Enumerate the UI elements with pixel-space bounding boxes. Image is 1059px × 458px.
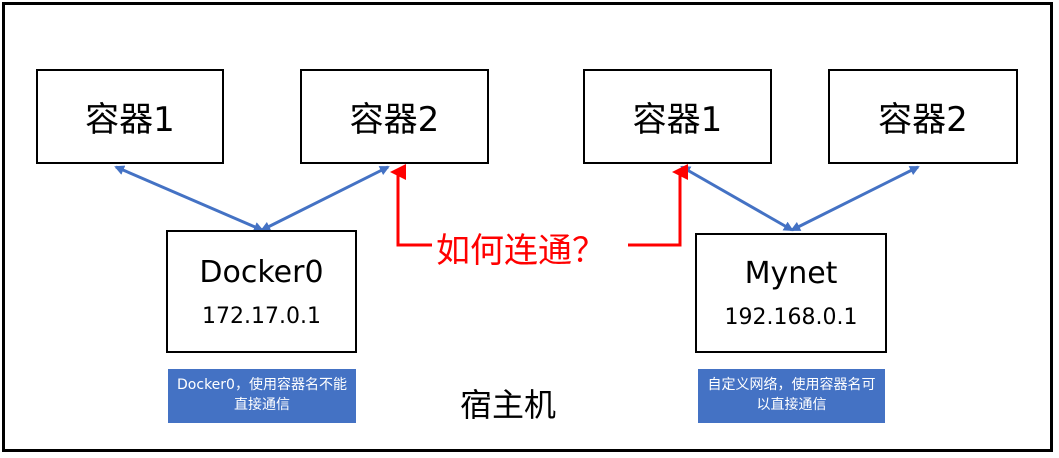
question-arrow-right (628, 164, 688, 247)
left-container1-link (114, 165, 264, 232)
left-container1-box: 容器1 (36, 69, 224, 164)
right-container2-link (790, 165, 920, 232)
host-label: 宿主机 (460, 386, 557, 424)
question-arrow-left (390, 164, 432, 247)
left-container2-box: 容器2 (300, 69, 489, 164)
docker0-note: Docker0，使用容器名不能直接通信 (168, 369, 356, 423)
right-container1-box: 容器1 (583, 69, 772, 164)
left-container2-label: 容器2 (349, 100, 440, 140)
right-container1-link (680, 165, 794, 232)
mynet-bridge-name: Mynet (744, 256, 838, 291)
right-container2-box: 容器2 (828, 69, 1018, 164)
connectivity-question: 如何连通？ (432, 223, 610, 272)
docker0-bridge-box: Docker0 172.17.0.1 (166, 230, 357, 353)
left-container1-label: 容器1 (85, 100, 175, 140)
left-container2-link (260, 165, 390, 232)
docker0-bridge-name: Docker0 (199, 254, 324, 290)
host-frame (2, 2, 1053, 452)
right-container2-label: 容器2 (878, 100, 968, 140)
mynet-bridge-box: Mynet 192.168.0.1 (695, 233, 887, 353)
mynet-note: 自定义网络，使用容器名可以直接通信 (698, 369, 885, 423)
right-container1-label: 容器1 (632, 100, 723, 140)
docker0-bridge-ip: 172.17.0.1 (202, 303, 321, 329)
mynet-bridge-ip: 192.168.0.1 (724, 305, 858, 330)
